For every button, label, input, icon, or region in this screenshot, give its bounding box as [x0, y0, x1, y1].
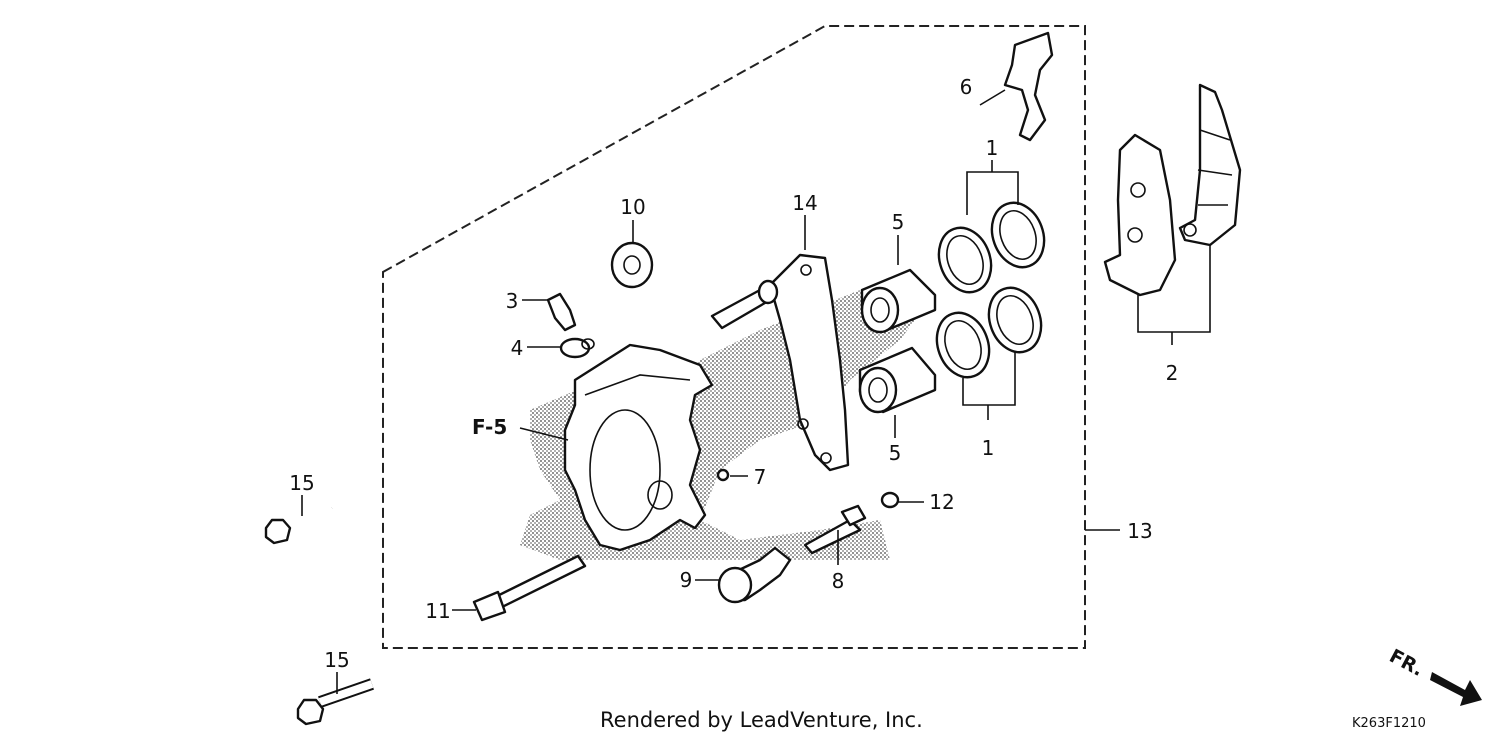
- caliper-body: [563, 343, 714, 552]
- bleeder-cap: [559, 337, 595, 359]
- callout-8: 8: [832, 569, 845, 593]
- callout-2: 2: [1166, 361, 1179, 385]
- assembly-boundary: [382, 25, 1086, 649]
- bolt-15-lower: [296, 678, 374, 726]
- piston-upper: [860, 268, 937, 334]
- front-direction-arrow: FR.: [1386, 645, 1482, 706]
- leader-lines: [301, 89, 1211, 694]
- direction-label: FR.: [1386, 645, 1427, 681]
- callout-5-bottom: 5: [889, 441, 902, 465]
- piston-lower: [858, 346, 937, 414]
- callout-15-top: 15: [289, 471, 314, 495]
- arrow-icon: [1430, 672, 1482, 706]
- pin-bolt-11: [472, 554, 587, 622]
- callout-5-top: 5: [892, 210, 905, 234]
- callout-11: 11: [425, 599, 450, 623]
- brake-pad-outer: [1178, 83, 1242, 247]
- boot-10: [610, 241, 654, 289]
- diagram-code: K263F1210: [1352, 716, 1426, 731]
- caliper-bracket: [710, 253, 850, 472]
- ring-7: [716, 468, 730, 482]
- callout-6: 6: [960, 75, 973, 99]
- callout-7: 7: [754, 465, 767, 489]
- callout-3: 3: [506, 289, 519, 313]
- callout-9: 9: [680, 568, 693, 592]
- bolt-15-upper: [264, 504, 334, 545]
- washer-12: [880, 491, 900, 509]
- callout-10: 10: [620, 195, 645, 219]
- callout-1-bottom: 1: [982, 436, 995, 460]
- callout-1-top: 1: [986, 136, 999, 160]
- seal-set: [935, 201, 1046, 379]
- callout-13: 13: [1127, 519, 1152, 543]
- callout-4: 4: [511, 336, 524, 360]
- callout-15-bottom: 15: [324, 648, 349, 672]
- callouts: 1 1 2 3 4 5 5 6 7 8 9 10 11 12 13 14 15 …: [289, 75, 1178, 672]
- reference-label: F-5: [472, 415, 507, 439]
- brake-pad-inner: [1103, 133, 1177, 297]
- callout-14: 14: [792, 191, 817, 215]
- cap-9: [717, 546, 792, 604]
- bleeder-screw: [546, 292, 577, 332]
- pin-8: [803, 504, 867, 555]
- callout-12: 12: [929, 490, 954, 514]
- footer-credit: Rendered by LeadVenture, Inc.: [600, 708, 923, 732]
- pad-spring: [1003, 31, 1054, 142]
